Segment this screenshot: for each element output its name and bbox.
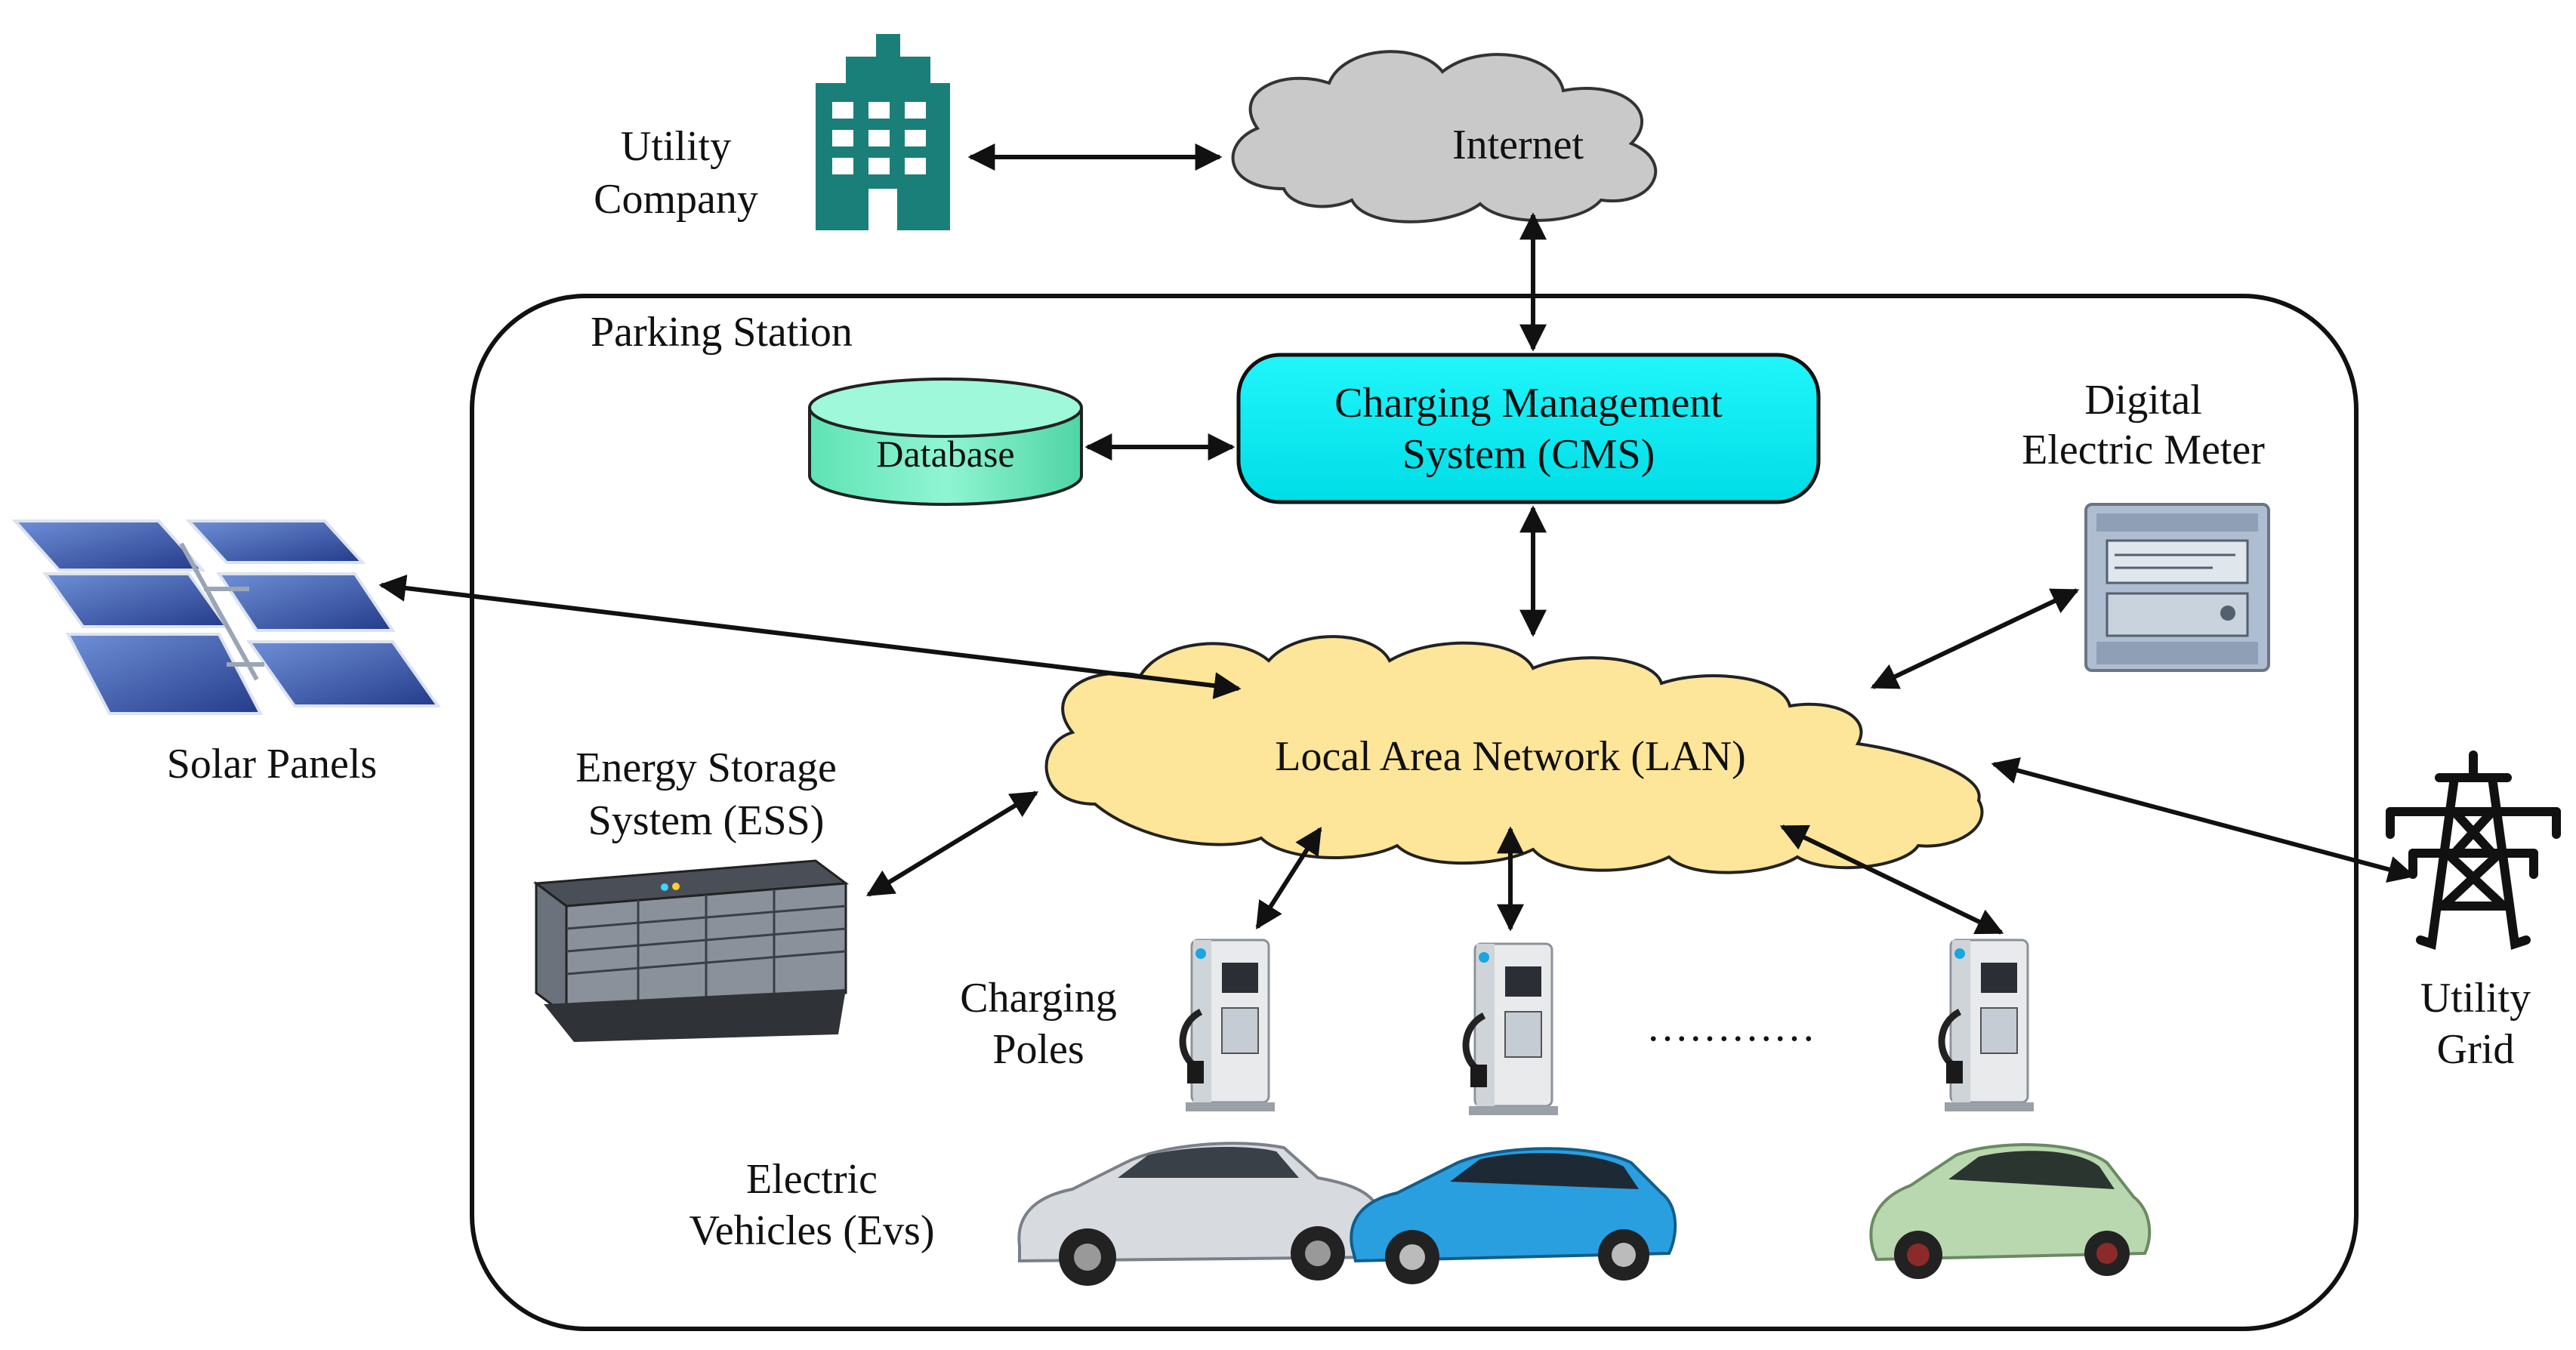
cms-label-line1: Charging Management — [1334, 380, 1723, 427]
charging-pole-3-icon — [1938, 939, 2034, 1111]
evs-label-line2: Vehicles (Evs) — [689, 1207, 934, 1254]
electric-vehicle-sedan-icon — [1017, 1142, 1384, 1286]
solar-panels-label: Solar Panels — [167, 741, 377, 788]
digital-meter-label-line1: Digital — [2084, 377, 2202, 424]
charging-poles-label-line1: Charging — [960, 975, 1116, 1022]
charging-poles-label-line2: Poles — [992, 1026, 1084, 1073]
lan-label: Local Area Network (LAN) — [1275, 733, 1746, 780]
database-cylinder — [808, 378, 1083, 506]
arrow-lan-grid — [1991, 757, 2416, 883]
arrow-meter-lan — [1870, 588, 2080, 689]
utility-company-label-line2: Company — [594, 176, 758, 223]
digital-meter-label-line2: Electric Meter — [2022, 427, 2265, 473]
charging-pole-1-icon — [1179, 939, 1275, 1111]
parking-station-label: Parking Station — [591, 309, 853, 356]
utility-grid-label-line2: Grid — [2437, 1026, 2515, 1073]
utility-company-label-line1: Utility — [621, 123, 731, 170]
cms-box — [1236, 353, 1821, 504]
charging-pole-2-icon — [1462, 942, 1558, 1115]
solar-panels-icon — [11, 519, 441, 715]
ess-battery-icon — [532, 859, 850, 1042]
electric-vehicle-compact-icon — [1869, 1143, 2152, 1279]
cms-label-line2: System (CMS) — [1402, 431, 1655, 478]
ess-label-line1: Energy Storage — [575, 744, 837, 791]
electric-vehicle-hatchback-icon — [1350, 1147, 1677, 1284]
utility-company-building-icon — [816, 34, 950, 230]
database-label: Database — [876, 433, 1014, 475]
internet-label: Internet — [1452, 122, 1584, 168]
arrow-lan-pole1 — [1255, 826, 1322, 930]
digital-meter-icon — [2084, 503, 2270, 672]
arrow-solar-lan — [378, 575, 1242, 699]
internet-cloud — [1231, 50, 1657, 223]
utility-grid-tower-icon — [2386, 751, 2561, 950]
utility-grid-label-line1: Utility — [2420, 975, 2531, 1022]
charging-poles-ellipsis: ………… — [1646, 1003, 1816, 1050]
arrow-ess-lan — [865, 791, 1039, 897]
ess-label-line2: System (ESS) — [588, 797, 825, 844]
connection-arrows — [378, 143, 2416, 935]
evs-label-line1: Electric — [746, 1156, 878, 1203]
arrow-lan-pole3 — [1779, 824, 2004, 935]
